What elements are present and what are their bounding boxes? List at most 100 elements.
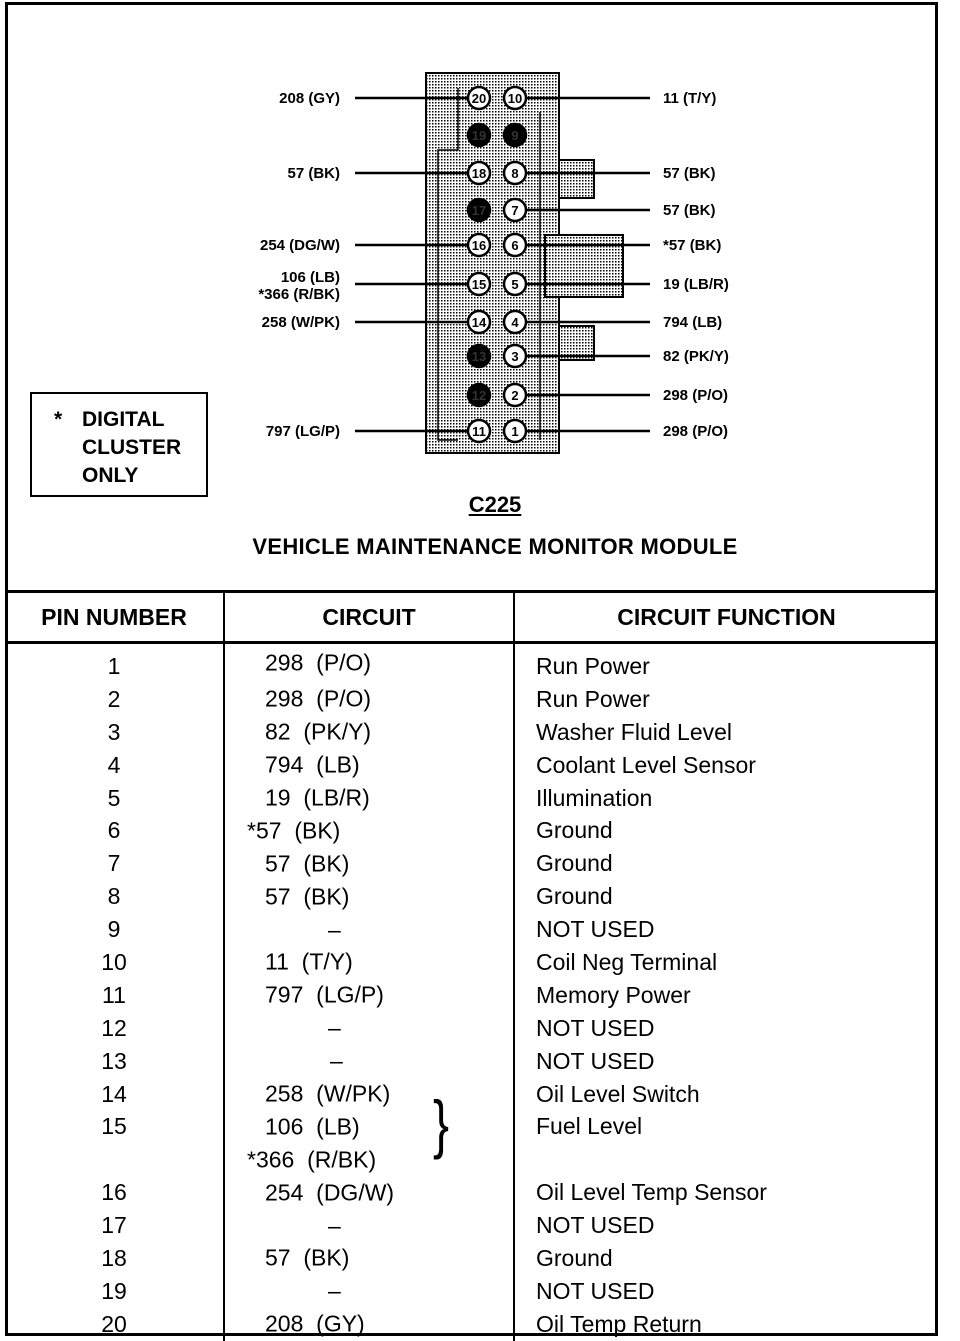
pin-circle <box>466 418 492 444</box>
circuit-function-cell: Oil Level Switch <box>513 1077 938 1111</box>
wire-label-right: 82 (PK/Y) <box>663 348 729 365</box>
table-row: 19 –NOT USED <box>5 1274 938 1308</box>
pin-circle <box>466 382 492 408</box>
pin-number-cell: 14 <box>101 1080 127 1107</box>
header-circuit-function: CIRCUIT FUNCTION <box>513 593 938 644</box>
pin-4: 4 <box>502 309 528 335</box>
circuit-function-cell: Fuel Level <box>513 1110 938 1144</box>
wire-label-left: 57 (BK) <box>287 165 340 182</box>
pin-number-label: 10 <box>508 91 522 106</box>
circuit-function-cell: Ground <box>513 847 938 881</box>
digital-cluster-note: * DIGITAL CLUSTER ONLY <box>30 392 208 497</box>
circuit-cell: 57 (BK) <box>223 1242 514 1275</box>
pin-number-label: 7 <box>511 203 518 218</box>
pin-circle <box>466 309 492 335</box>
circuit-function-cell: NOT USED <box>513 1209 938 1243</box>
wire-label-right: 298 (P/O) <box>663 423 728 440</box>
pin-circle <box>466 271 492 297</box>
pin-number-label: 17 <box>472 203 486 218</box>
pin-9: 9 <box>502 122 528 148</box>
pin-number-cell: 12 <box>101 1014 127 1041</box>
pin-number-label: 5 <box>511 277 518 292</box>
pin-16: 16 <box>466 232 492 258</box>
circuit-text: – <box>328 1212 341 1239</box>
pin-18: 18 <box>466 160 492 186</box>
circuit-cell: *57 (BK) <box>223 814 514 848</box>
circuit-cell: 254 (DG/W) <box>223 1176 514 1210</box>
pin-11: 11 <box>466 418 492 444</box>
connector-title: VEHICLE MAINTENANCE MONITOR MODULE <box>252 534 738 559</box>
circuit-function-cell: Ground <box>513 1242 938 1275</box>
circuit-text: 298 (P/O) <box>265 649 372 676</box>
pin-circle <box>466 160 492 186</box>
pin-number-cell: 9 <box>107 916 121 943</box>
wire-callouts: 208 (GY)57 (BK)254 (DG/W)106 (LB)*366 (R… <box>258 90 729 440</box>
table-row: 17 – NOT USED <box>5 1209 938 1243</box>
wire-label-left: 254 (DG/W) <box>260 237 340 254</box>
pin-2: 2 <box>502 382 528 408</box>
pin-number-label: 19 <box>472 128 486 143</box>
circuit-text: 82 (PK/Y) <box>265 718 372 745</box>
pin-number-cell: 10 <box>101 948 127 975</box>
circuit-function-cell: NOT USED <box>513 1011 938 1045</box>
circuit-cell: 57 (BK) <box>223 880 514 914</box>
pin-number-label: 8 <box>511 166 518 181</box>
pin-number-cell: 15 <box>101 1113 127 1140</box>
wire-label-left: 208 (GY) <box>279 90 340 107</box>
pin-circle <box>502 343 528 369</box>
pin-number-cell: 17 <box>101 1212 127 1239</box>
circuit-function-cell: Run Power <box>513 642 938 683</box>
circuit-function-cell: NOT USED <box>513 1274 938 1308</box>
circuit-text: – <box>328 1014 341 1041</box>
circuit-cell: – <box>223 1274 514 1308</box>
note-text: DIGITAL CLUSTER ONLY <box>82 408 182 487</box>
pin-number-cell: 18 <box>101 1244 127 1271</box>
circuit-brace: } <box>433 1090 450 1162</box>
circuit-cell: 797 (LG/P) <box>223 978 514 1012</box>
pin-circle <box>466 85 492 111</box>
table-row: 18 57 (BK)Ground <box>5 1242 938 1275</box>
circuit-cell: 208 (GY) <box>223 1307 514 1341</box>
circuit-cell: – <box>223 1209 514 1243</box>
circuit-cell: *366 (R/BK) <box>223 1143 514 1177</box>
table-header-row: PIN NUMBER CIRCUIT CIRCUIT FUNCTION <box>5 593 938 644</box>
circuit-text: 254 (DG/W) <box>265 1179 395 1206</box>
pin-number-label: 1 <box>511 424 518 439</box>
pin-number-cell: 5 <box>107 784 121 811</box>
pin-number-label: 16 <box>472 238 486 253</box>
pin-number-cell: 19 <box>101 1277 127 1304</box>
connector-id: C225 <box>468 492 522 517</box>
pin-7: 7 <box>502 197 528 223</box>
pin-5: 5 <box>502 271 528 297</box>
circuit-cell: 57 (BK) <box>223 847 514 881</box>
circuit-function-cell: NOT USED <box>513 1044 938 1078</box>
pin-20: 20 <box>466 85 492 111</box>
pin-1: 1 <box>502 418 528 444</box>
pin-15: 15 <box>466 271 492 297</box>
table-row: *366 (R/BK) <box>5 1143 938 1177</box>
pin-number-label: 6 <box>511 238 518 253</box>
pin-number-label: 12 <box>472 388 486 403</box>
circuit-text: 57 (BK) <box>265 850 350 877</box>
pin-number-cell: 13 <box>101 1047 127 1074</box>
wire-label-right: 57 (BK) <box>663 202 716 219</box>
pin-14: 14 <box>466 309 492 335</box>
connector-shell <box>425 72 560 454</box>
circuit-cell: – <box>223 1044 514 1078</box>
circuit-text: – <box>328 916 341 943</box>
circuit-function-cell: Coolant Level Sensor <box>513 748 938 782</box>
wire-label-right: 794 (LB) <box>663 314 722 331</box>
table-row: 12 – NOT USED <box>5 1011 938 1045</box>
pin-circle <box>502 418 528 444</box>
wire-label-right: 57 (BK) <box>663 165 716 182</box>
wire-label-right: 11 (T/Y) <box>663 90 716 107</box>
